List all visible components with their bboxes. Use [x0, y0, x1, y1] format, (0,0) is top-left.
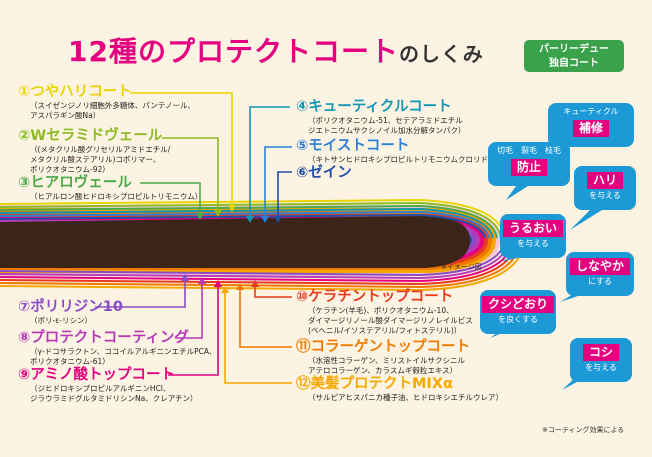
badge-line-2: 独自コート — [549, 58, 599, 69]
arrowheads — [181, 205, 282, 293]
label-heading: ⑨アミノ酸トップコート — [18, 367, 175, 383]
ingredient-line: ジラウラミドグルタミドリシンNa、クレアチン） — [30, 394, 198, 403]
label-ingredients: （ポリ-ε-リシン） — [18, 316, 123, 326]
label-heading: ⑪コラーゲントップコート — [296, 339, 470, 355]
ingredient-line: （ジヒドロキシプロピルアルギニンHCl、 — [30, 384, 171, 393]
label-heading: ④キューティクルコート — [296, 99, 452, 115]
label-ingredients: （γ-ドコサラクトン、ココイルアルギニンエチルPCA、 ポリクオタニウム-61） — [18, 347, 217, 367]
label-ingredients: （ポリクオタニウム-51、セテアラミドエチル ジエトニウムサクシノイル加水分解タ… — [296, 116, 466, 136]
ingredient-line: ポリクオタニウム-61） — [30, 357, 110, 366]
bubble-tag: 防止 — [510, 159, 547, 176]
hair-core — [0, 216, 470, 268]
ingredient-line: ジエトニウムサクシノイル加水分解タンパク） — [308, 126, 466, 135]
bubble-bottom-text: を与える — [585, 363, 617, 372]
ingredient-line: （スイゼンジノリ細胞外多糖体、パンテノール、 — [30, 101, 195, 110]
ingredient-line: (ベヘニル/イソステアリル/フィトステリル)） — [308, 326, 462, 335]
bubble-tag: 補修 — [572, 120, 609, 137]
bubble-bottom-text: を良くする — [498, 315, 538, 324]
ingredient-line: メタクリル酸ステアリル)コポリマー、 — [30, 155, 161, 164]
label-ingredients: （(メタクリル酸グリセリルアミドエチル/ メタクリル酸ステアリル)コポリマー、 … — [18, 145, 170, 175]
label-heading: ⑦ポリリジン10 — [18, 299, 123, 315]
ingredient-line: （キトサンヒドロキシプロピルトリモニウムクロリド） — [308, 155, 496, 164]
label-ingredients: （ヒアルロン酸ヒドロキシプロピルトリモニウム） — [18, 192, 202, 202]
label-ingredients: （ジヒドロキシプロピルアルギニンHCl、 ジラウラミドグルタミドリシンNa、クレ… — [18, 384, 198, 404]
ingredient-line: （ヒアルロン酸ヒドロキシプロピルトリモニウム） — [30, 192, 203, 201]
ingredient-line: （ポリクオタニウム-51、セテアラミドエチル — [308, 116, 463, 125]
label-polylysine-10: ⑦ポリリジン10 （ポリ-ε-リシン） — [18, 299, 123, 326]
title-tail: のしくみ — [398, 42, 484, 66]
benefit-bubble-moisture: うるおい を与える — [500, 214, 566, 258]
coating-note: ※コーティング効果による — [542, 426, 625, 434]
ingredient-line: （サルピアヒスパニカ種子油、ヒドロキシエチルウレア） — [308, 393, 503, 402]
benefit-bubble-combability: クシどおり を良くする — [480, 290, 556, 334]
ingredient-line: アテロコラーゲン、カラスムギ穀粒エキス） — [308, 366, 458, 375]
bubble-bottom-text: を与える — [517, 239, 549, 248]
ingredient-line: （ポリ-ε-リシン） — [30, 316, 92, 325]
benefit-bubble-firmness: ハリ を与える — [574, 166, 636, 210]
label-heading: ⑥ゼイン — [296, 165, 352, 181]
label-moist-coat: ⑤モイストコート （キトサンヒドロキシプロピルトリモニウムクロリド） — [296, 138, 496, 165]
label-amino-acid-top-coat: ⑨アミノ酸トップコート （ジヒドロキシプロピルアルギニンHCl、 ジラウラミドグ… — [18, 367, 198, 404]
label-heading: ⑧プロテクトコーティング — [18, 330, 189, 346]
label-heading: ⑩ケラチントップコート — [296, 289, 454, 305]
bubble-tag: しなやか — [569, 258, 630, 275]
benefit-bubble-cuticle-repair: キューティクル 補修 — [548, 103, 634, 147]
bubble-top-text: キューティクル — [563, 107, 619, 116]
bubble-tag: うるおい — [502, 220, 563, 237]
bubble-top-text: 切毛 裂毛 枝毛 — [497, 146, 561, 155]
label-heading: ①つやハリコート — [18, 84, 132, 100]
ingredient-line: ダイマージリノール酸ダイマージリノレイルビス — [308, 316, 473, 325]
label-heading: ③ヒアロヴェール — [18, 175, 132, 191]
bubble-tag: クシどおり — [481, 296, 554, 313]
label-keratin-top-coat: ⑩ケラチントップコート （ケラチン(羊毛)、ポリクオタニウム-10、 ダイマージ… — [296, 289, 473, 336]
label-hyaluro-veil: ③ヒアロヴェール （ヒアルロン酸ヒドロキシプロピルトリモニウム） — [18, 175, 202, 202]
label-tsuya-hari-coat: ①つやハリコート （スイゼンジノリ細胞外多糖体、パンテノール、 アスパラギン酸N… — [18, 84, 195, 121]
image-note: ※イメージ図 — [441, 263, 482, 271]
label-bihatsu-protect-mix: ⑫美髪プロテクトMIXα （サルピアヒスパニカ種子油、ヒドロキシエチルウレア） — [296, 376, 503, 403]
ingredient-line: （γ-ドコサラクトン、ココイルアルギニンエチルPCA、 — [30, 347, 217, 356]
label-collagen-top-coat: ⑪コラーゲントップコート （水溶性コラーゲン、ミリストイルサクシニル アテロコラ… — [296, 339, 470, 376]
label-ingredients: （水溶性コラーゲン、ミリストイルサクシニル アテロコラーゲン、カラスムギ穀粒エキ… — [296, 356, 470, 376]
label-heading: ②Wセラミドヴェール — [18, 128, 163, 144]
ingredient-line: （水溶性コラーゲン、ミリストイルサクシニル — [308, 356, 466, 365]
ingredient-line: （(メタクリル酸グリセリルアミドエチル/ — [30, 145, 171, 154]
bubble-bottom-text: を与える — [589, 191, 621, 200]
label-heading: ⑤モイストコート — [296, 138, 410, 154]
label-ingredients: （ケラチン(羊毛)、ポリクオタニウム-10、 ダイマージリノール酸ダイマージリノ… — [296, 306, 473, 336]
bubble-tag: コシ — [582, 344, 619, 361]
page-title: 12種のプロテクトコートのしくみ — [68, 30, 484, 70]
title-main: 12種のプロテクトコート — [68, 35, 399, 68]
ingredient-line: ポリクオタニウム-92） — [30, 165, 110, 174]
label-heading: ⑫美髪プロテクトMIXα — [296, 376, 453, 392]
label-zein: ⑥ゼイン — [296, 165, 352, 182]
benefit-bubble-breakage-prevention: 切毛 裂毛 枝毛 防止 — [488, 142, 570, 186]
label-ingredients: （スイゼンジノリ細胞外多糖体、パンテノール、 アスパラギン酸Na） — [18, 101, 195, 121]
ingredient-line: アスパラギン酸Na） — [30, 111, 101, 120]
ingredient-line: （ケラチン(羊毛)、ポリクオタニウム-10、 — [308, 306, 454, 315]
bubble-bottom-text: にする — [587, 277, 613, 286]
label-ingredients: （サルピアヒスパニカ種子油、ヒドロキシエチルウレア） — [296, 393, 503, 403]
label-protect-coating: ⑧プロテクトコーティング （γ-ドコサラクトン、ココイルアルギニンエチルPCA、… — [18, 330, 217, 367]
benefit-bubble-body: コシ を与える — [570, 338, 632, 382]
label-cuticle-coat: ④キューティクルコート （ポリクオタニウム-51、セテアラミドエチル ジエトニウ… — [296, 99, 466, 136]
benefit-bubble-suppleness: しなやか にする — [566, 252, 634, 296]
label-ingredients: （キトサンヒドロキシプロピルトリモニウムクロリド） — [296, 155, 496, 165]
bubble-tag: ハリ — [586, 172, 623, 189]
leader-lines — [95, 92, 292, 384]
badge-line-1: パーリーデュー — [539, 44, 609, 55]
label-w-ceramide-veil: ②Wセラミドヴェール （(メタクリル酸グリセリルアミドエチル/ メタクリル酸ステ… — [18, 128, 170, 175]
original-coat-badge: パーリーデュー 独自コート — [524, 40, 624, 72]
